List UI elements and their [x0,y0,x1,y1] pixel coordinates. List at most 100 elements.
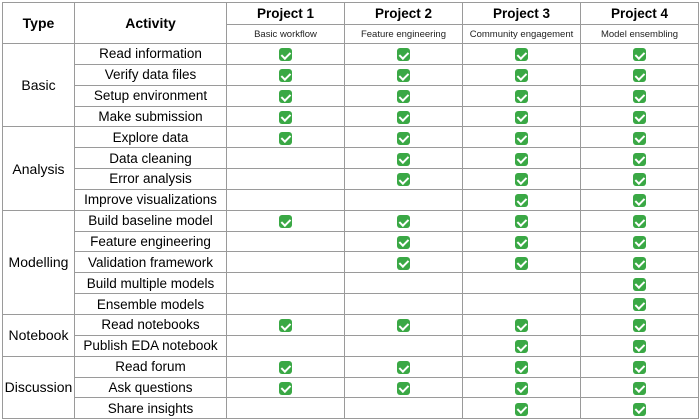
project-2-cell [344,147,463,170]
check-icon [397,90,410,104]
project-1-cell [226,168,345,190]
project-4-cell [580,272,699,295]
project-3-cell [462,43,581,65]
project-3-cell [462,105,581,128]
type-cell: Modelling [2,209,75,315]
check-icon [633,402,646,416]
project-1-cell [226,84,345,107]
table-row: Error analysis [3,168,699,190]
project-4-cell [580,147,699,170]
project-1-cell [226,43,345,65]
activity-cell: Read notebooks [74,313,227,336]
project-2-cell [344,251,463,274]
project-1-header: Project 1 [226,2,345,25]
activity-cell: Read information [74,43,227,65]
project-3-cell [462,63,581,86]
project-1-cell [226,105,345,128]
project-3-cell [462,334,581,357]
project-4-cell [580,334,699,357]
check-icon [515,194,528,208]
table-row: Data cleaning [3,147,699,170]
check-icon [279,48,292,62]
project-4-cell [580,209,699,232]
check-icon [397,173,410,187]
table-row: Setup environment [3,84,699,107]
project-2-cell [344,334,463,357]
project-4-cell [580,230,699,253]
project-4-cell [580,251,699,274]
project-4-cell [580,43,699,65]
check-icon [515,69,528,83]
project-2-cell [344,293,463,315]
check-icon [633,361,646,375]
check-icon [397,361,410,375]
project-3-cell [462,376,581,399]
project-1-cell [226,209,345,232]
project-4-cell [580,84,699,107]
type-column-header: Type [2,2,75,44]
project-3-subtitle: Community engagement [462,24,581,44]
activity-column-header: Activity [74,2,227,44]
project-3-cell [462,147,581,170]
project-2-cell [344,209,463,232]
check-icon [633,152,646,166]
activity-cell: Build baseline model [74,209,227,232]
check-icon [515,152,528,166]
activity-cell: Build multiple models [74,272,227,295]
activity-cell: Explore data [74,126,227,149]
project-3-cell [462,84,581,107]
check-icon [279,319,292,333]
project-2-header: Project 2 [344,2,463,25]
project-2-cell [344,313,463,336]
activity-cell: Ask questions [74,376,227,399]
project-2-cell [344,126,463,149]
project-2-cell [344,397,463,420]
project-3-cell [462,293,581,315]
project-3-cell [462,272,581,295]
activity-cell: Share insights [74,397,227,420]
project-4-cell [580,105,699,128]
project-3-cell [462,313,581,336]
project-1-cell [226,376,345,399]
check-icon [515,215,528,229]
activity-cell: Ensemble models [74,293,227,315]
check-icon [633,298,646,312]
check-icon [515,256,528,270]
project-4-subtitle: Model ensembling [580,24,699,44]
project-2-cell [344,63,463,86]
check-icon [279,90,292,104]
project-1-cell [226,355,345,378]
check-icon [397,48,410,62]
check-icon [279,110,292,124]
check-icon [515,110,528,124]
table-row: Make submission [3,105,699,128]
check-icon [515,131,528,145]
table-row: Build multiple models [3,272,699,295]
check-icon [515,319,528,333]
project-2-cell [344,230,463,253]
project-4-cell [580,355,699,378]
project-4-cell [580,168,699,190]
check-icon [633,69,646,83]
check-icon [515,361,528,375]
activity-cell: Error analysis [74,168,227,190]
check-icon [279,69,292,83]
table-row: Ask questions [3,376,699,399]
project-2-cell [344,188,463,211]
project-4-cell [580,188,699,211]
check-icon [397,69,410,83]
table-row: Verify data files [3,63,699,86]
check-icon [633,381,646,395]
check-icon [515,173,528,187]
project-4-cell [580,126,699,149]
check-icon [397,381,410,395]
activity-cell: Data cleaning [74,147,227,170]
table-row: Publish EDA notebook [3,334,699,357]
project-1-cell [226,147,345,170]
